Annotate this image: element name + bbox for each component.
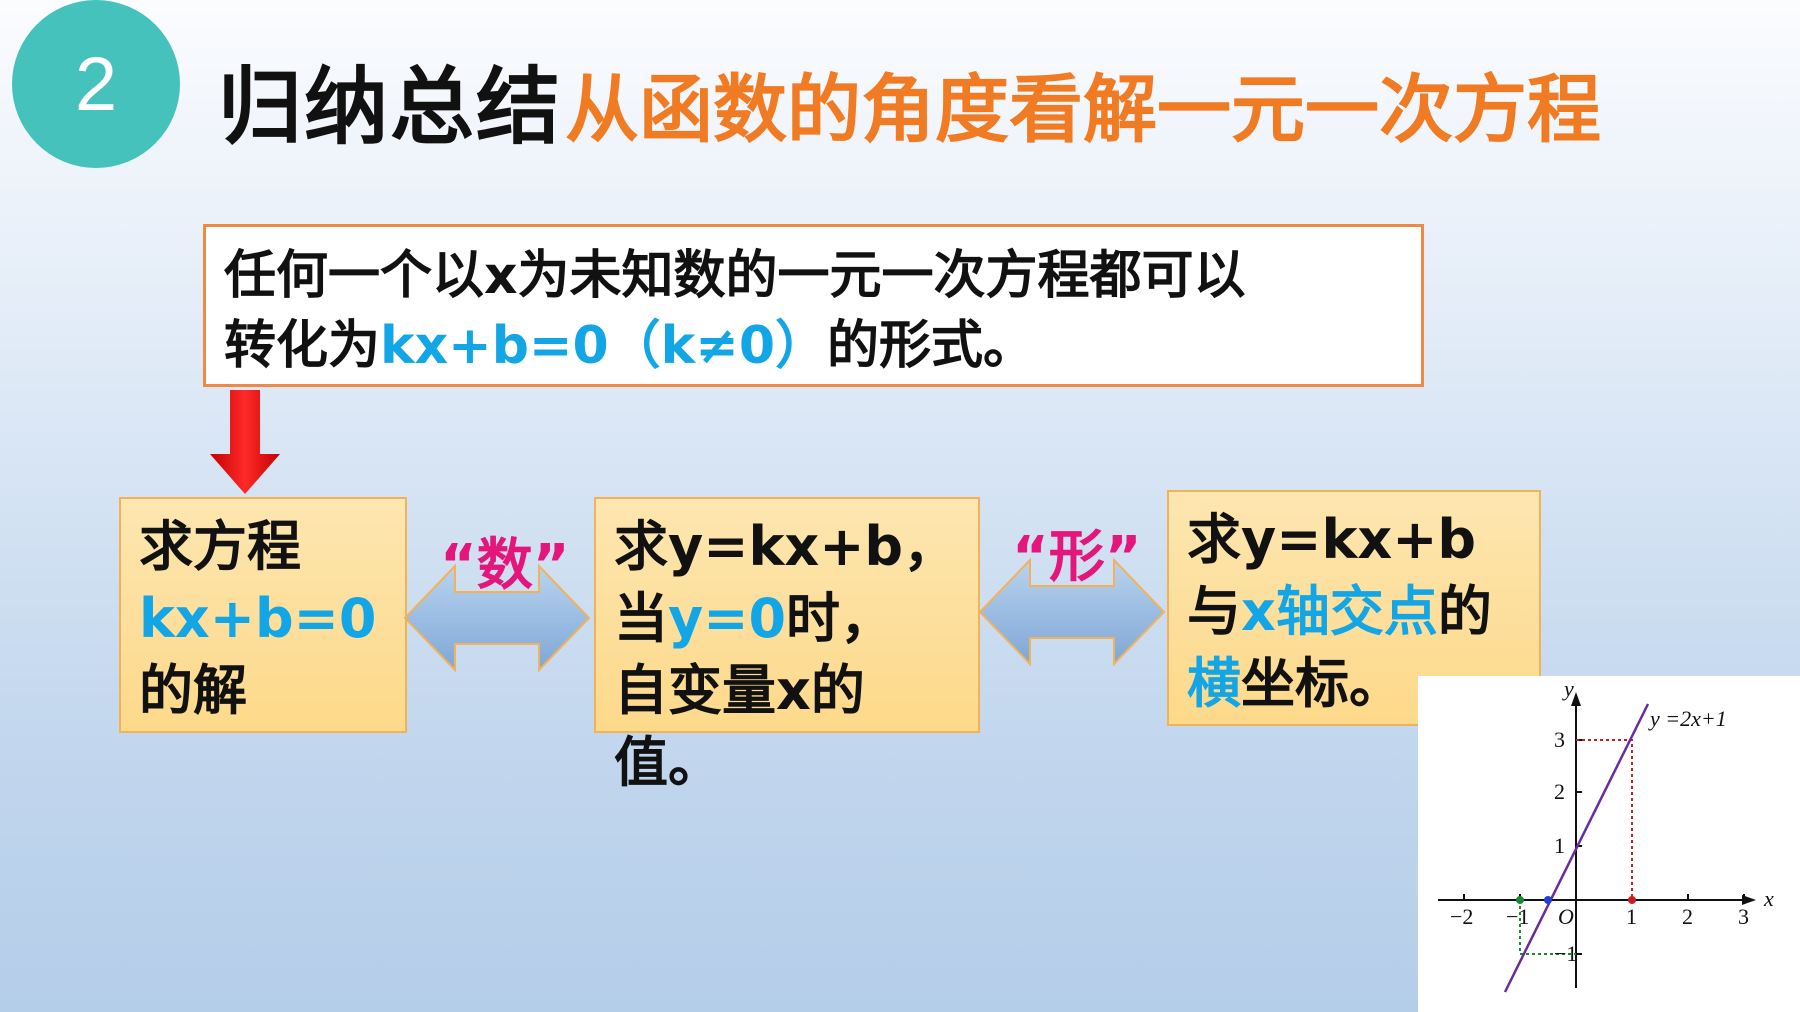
graph-intercept-box: 求y=kx+b 与x轴交点的 横坐标。 — [1167, 490, 1541, 726]
section-number-badge: 2 — [12, 0, 180, 168]
y-tick-label: −1 — [1554, 941, 1577, 966]
x-tick-label: 2 — [1682, 904, 1693, 929]
function-line-1: 求y=kx+b， — [614, 515, 958, 578]
y-axis-label: y — [1562, 676, 1574, 701]
function-prefix: 当 — [614, 587, 668, 650]
number-label: “数” — [440, 533, 570, 598]
graph-highlight: x轴交点 — [1241, 580, 1438, 643]
slide-title: 归纳总结 — [218, 58, 563, 156]
graph-background — [1418, 676, 1800, 1012]
x-tick-label: −2 — [1450, 904, 1473, 929]
y-tick-label: 1 — [1554, 833, 1565, 858]
statement-suffix: 的形式。 — [827, 316, 1036, 376]
point-guide-red — [1576, 739, 1633, 900]
function-graph: y =2x+1 x y O −2 −1 1 2 3 3 2 1 −1 — [1418, 676, 1800, 1012]
point-guide-green — [1519, 900, 1576, 955]
function-zero-box: 求y=kx+b， 当y=0时， 自变量x的值。 — [594, 497, 980, 794]
down-arrow-icon — [210, 390, 280, 494]
graph-suffix-2: 坐标。 — [1241, 652, 1403, 715]
x-axis-label: x — [1763, 886, 1774, 911]
double-arrow-number-icon — [403, 563, 591, 673]
statement-box: 任何一个以x为未知数的一元一次方程都可以 转化为kx+b=0（k≠0）的形式。 — [203, 224, 1424, 387]
function-label: y =2x+1 — [1648, 706, 1727, 731]
function-line-3: 自变量x的值。 — [614, 659, 865, 794]
statement-formula: kx+b=0（k≠0） — [380, 316, 828, 376]
x-tick-label: −1 — [1506, 904, 1529, 929]
x-tick-label: 3 — [1738, 904, 1749, 929]
function-line — [1503, 703, 1650, 993]
shape-label: “形” — [1012, 525, 1142, 590]
graph-prefix: 与 — [1187, 580, 1241, 643]
statement-prefix: 转化为 — [224, 316, 381, 376]
equation-line-1: 求方程 — [139, 515, 301, 578]
point-red — [1628, 896, 1636, 904]
origin-label: O — [1558, 904, 1574, 929]
function-line-2: 当y=0时， — [614, 583, 960, 655]
graph-line-2: 与x轴交点的 — [1187, 576, 1521, 648]
graph-highlight-2: 横 — [1187, 652, 1241, 715]
graph-line-1: 求y=kx+b — [1187, 508, 1477, 571]
graph-line-3: 横坐标。 — [1187, 648, 1521, 720]
statement-line-1: 任何一个以x为未知数的一元一次方程都可以 — [224, 246, 1246, 306]
statement-line-2: 转化为kx+b=0（k≠0）的形式。 — [224, 311, 1403, 381]
x-tick-label: 1 — [1626, 904, 1637, 929]
double-arrow-shape-icon — [978, 557, 1166, 667]
function-suffix: 时， — [786, 587, 895, 650]
equation-line-3: 的解 — [139, 659, 247, 722]
equation-formula: kx+b=0 — [139, 587, 377, 650]
equation-box: 求方程 kx+b=0 的解 — [119, 497, 407, 733]
y-tick-label: 3 — [1554, 727, 1565, 752]
slide-subtitle: 从函数的角度看解一元一次方程 — [565, 67, 1601, 153]
y-axis-arrow-icon — [1571, 692, 1581, 706]
graph-suffix: 的 — [1437, 580, 1492, 643]
point-green — [1516, 896, 1524, 904]
y-tick-label: 2 — [1554, 779, 1565, 804]
x-axis-arrow-icon — [1742, 895, 1756, 905]
function-formula: y=0 — [668, 587, 787, 650]
x-intercept-point — [1544, 896, 1552, 904]
